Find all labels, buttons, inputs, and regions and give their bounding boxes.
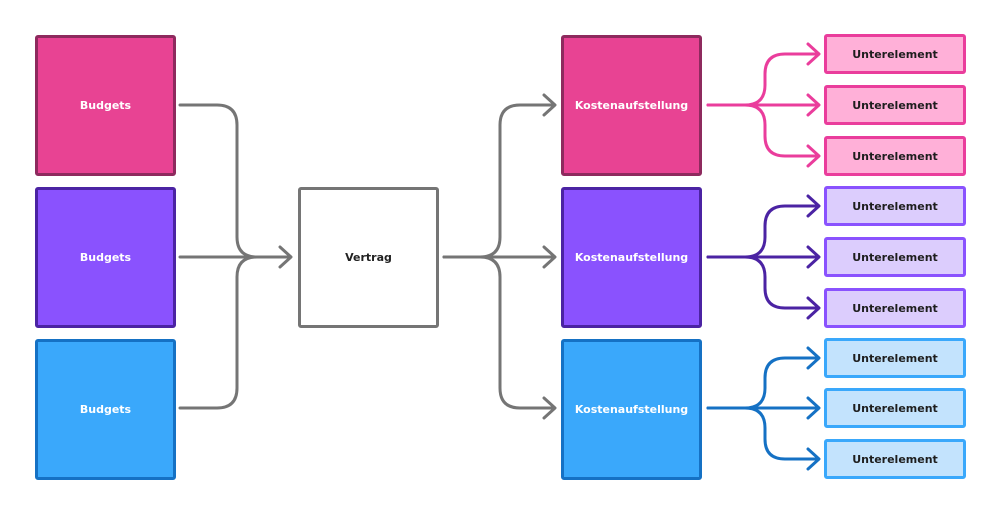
child-label: Unterelement: [852, 98, 938, 112]
center-vertrag[interactable]: Vertrag: [298, 187, 439, 328]
connector-blue-to-child-3: [706, 406, 820, 461]
child-pink-3[interactable]: Unterelement: [824, 136, 966, 176]
arrowhead-purple-1: [806, 194, 821, 218]
source-label: Budgets: [79, 99, 132, 112]
connector-pink-to-child-1: [706, 52, 820, 107]
child-label: Unterelement: [852, 47, 938, 61]
source-label: Budgets: [79, 251, 132, 264]
child-label: Unterelement: [852, 149, 938, 163]
child-label: Unterelement: [852, 199, 938, 213]
arrowhead-target-1: [542, 93, 557, 117]
connector-pink-to-child-3: [706, 103, 820, 158]
target-label: Kostenaufstellung: [574, 99, 689, 112]
arrowhead-pink-2: [806, 93, 821, 117]
arrowhead-purple-3: [806, 296, 821, 320]
target-kostenaufstellung-pink[interactable]: Kostenaufstellung: [561, 35, 702, 176]
arrowhead-blue-1: [806, 346, 821, 370]
target-label: Kostenaufstellung: [574, 251, 689, 264]
source-budgets-pink[interactable]: Budgets: [35, 35, 176, 176]
connector-center-to-target-1: [442, 103, 556, 259]
child-blue-3[interactable]: Unterelement: [824, 439, 966, 479]
child-label: Unterelement: [852, 301, 938, 315]
arrowhead-purple-2: [806, 245, 821, 269]
child-purple-2[interactable]: Unterelement: [824, 237, 966, 277]
child-label: Unterelement: [852, 250, 938, 264]
connector-center-to-target-3: [442, 255, 556, 410]
source-label: Budgets: [79, 403, 132, 416]
child-purple-1[interactable]: Unterelement: [824, 186, 966, 226]
arrowhead-pink-1: [806, 42, 821, 66]
child-label: Unterelement: [852, 452, 938, 466]
arrowhead-target-2: [542, 245, 557, 269]
child-pink-2[interactable]: Unterelement: [824, 85, 966, 125]
child-label: Unterelement: [852, 401, 938, 415]
target-kostenaufstellung-blue[interactable]: Kostenaufstellung: [561, 339, 702, 480]
connector-purple-to-child-3: [706, 255, 820, 310]
source-budgets-blue[interactable]: Budgets: [35, 339, 176, 480]
child-purple-3[interactable]: Unterelement: [824, 288, 966, 328]
arrowhead-blue-2: [806, 396, 821, 420]
child-label: Unterelement: [852, 351, 938, 365]
target-kostenaufstellung-purple[interactable]: Kostenaufstellung: [561, 187, 702, 328]
connector-source-1-to-center: [178, 103, 292, 259]
arrowhead-target-3: [542, 396, 557, 420]
target-label: Kostenaufstellung: [574, 403, 689, 416]
arrowhead-center: [278, 245, 293, 269]
arrowhead-pink-3: [806, 144, 821, 168]
arrowhead-blue-3: [806, 447, 821, 471]
source-budgets-purple[interactable]: Budgets: [35, 187, 176, 328]
child-blue-2[interactable]: Unterelement: [824, 388, 966, 428]
child-pink-1[interactable]: Unterelement: [824, 34, 966, 74]
child-blue-1[interactable]: Unterelement: [824, 338, 966, 378]
connector-purple-to-child-1: [706, 204, 820, 259]
connector-source-3-to-center: [178, 255, 292, 410]
center-label: Vertrag: [345, 251, 392, 264]
connector-blue-to-child-1: [706, 356, 820, 410]
